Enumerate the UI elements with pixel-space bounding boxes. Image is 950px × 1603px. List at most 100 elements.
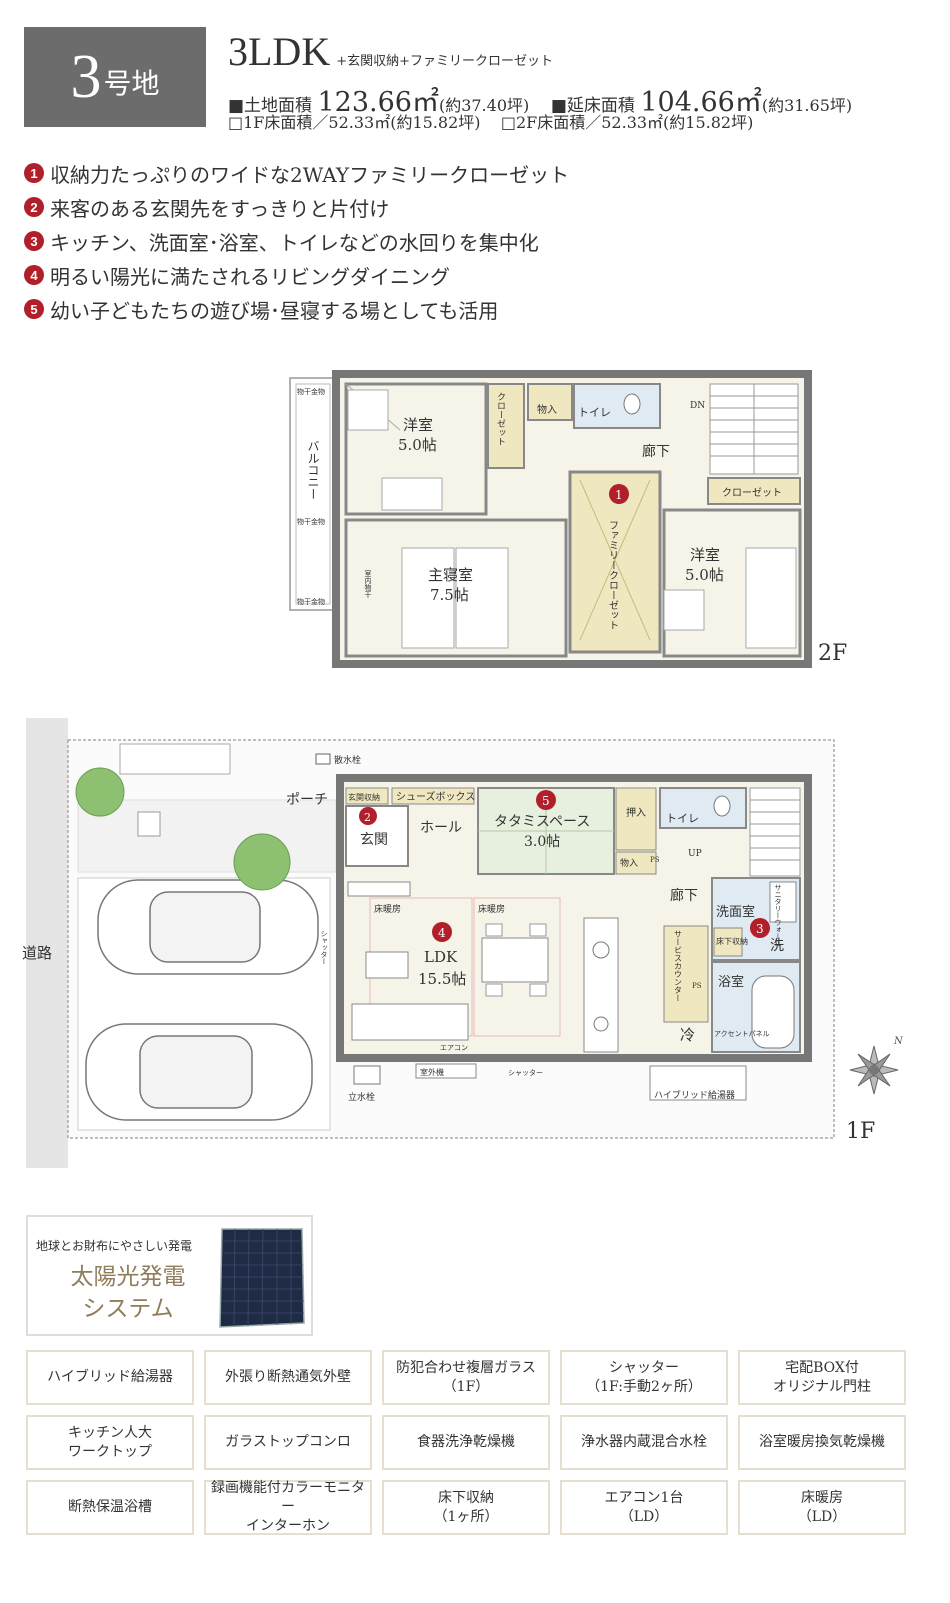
option-label: 床下収納 （1ヶ所） [433,1489,499,1525]
feature-item: 2 来客のある玄関先をすっきりと片付け [24,190,569,224]
standing-faucet-label: 立水栓 [348,1091,375,1103]
floor-label-2f: 2F [818,641,847,666]
ps1-label: PS [650,856,660,864]
feature-marker: 4 [24,265,44,285]
porch-label: ポーチ [286,792,328,808]
floor-plans: バルコニー 物干金物 物干金物 物干金物 洋室 5.0帖 クローゼット 物入 ト… [22,370,904,1168]
option-item: ガラストップコンロ [204,1415,372,1470]
option-item: ハイブリッド給湯器 [26,1350,194,1405]
option-item: 防犯合わせ複層ガラス （1F） [382,1350,550,1405]
car-icon [85,879,319,1121]
land-tsubo: (約37.40坪) [438,96,530,115]
sanitary-label: サニタリーウォール [774,884,782,947]
tatami-name: タタミスペース [494,814,590,830]
closet2-label: クローゼット [722,487,782,499]
marker-2-num: 2 [364,811,371,824]
up-label: UP [688,849,702,859]
hanger-label: 物干金物 [297,387,325,396]
feature-text: 来客のある玄関先をすっきりと片付け [50,196,390,221]
option-item: 床暖房 （LD） [738,1480,906,1535]
entrance-label: 玄関 [360,831,388,848]
bath-label: 浴室 [718,974,744,990]
area-summary: ■土地面積 123.66㎡(約37.40坪) ■延床面積 104.66㎡(約31… [228,80,852,119]
option-item: 宅配BOX付 オリジナル門柱 [738,1350,906,1405]
room2-size: 5.0帖 [685,566,724,584]
road-label: 道路 [22,944,52,962]
bathtub-icon [751,975,795,1049]
feature-marker: 5 [24,299,44,319]
option-label: キッチン人大 ワークトップ [68,1424,152,1460]
storage-label: 物入 [537,403,557,416]
solar-panel-icon [219,1228,305,1328]
fridge-label: 冷 [680,1026,695,1044]
storage-1f-label: 物入 [620,857,638,869]
feature-text: 収納力たっぷりのワイドな2WAYファミリークローゼット [50,162,570,187]
floor-label: ■延床面積 [550,96,635,116]
hall-1f-label: 廊下 [670,887,698,904]
shutter-h-label: シャッター [508,1068,543,1077]
feature-marker: 2 [24,197,44,217]
options-grid: ハイブリッド給湯器 外張り断熱通気外壁 防犯合わせ複層ガラス （1F） シャッタ… [26,1350,908,1535]
solar-name-line2: システム [82,1296,174,1322]
solar-name: 太陽光発電 システム [48,1261,208,1325]
room1-size: 5.0帖 [398,436,437,454]
family-closet-label: ファミリークローゼット [607,520,619,630]
hanger-label: 物干金物 [297,517,325,526]
stairs-1f [749,787,801,877]
tree-icon [75,767,125,817]
aircon-label: エアコン [440,1044,468,1052]
balcony-label: バルコニー [306,440,320,500]
marker-5-num: 5 [542,794,550,808]
stairs-2f [709,383,799,475]
option-label: 床暖房 （LD） [797,1489,847,1525]
feature-item: 4 明るい陽光に満たされるリビングダイニング [24,258,569,292]
marker-3 [750,918,770,938]
option-item: 断熱保温浴槽 [26,1480,194,1535]
plan-1f: 道路 散水栓 ポーチ 玄関収納 シューズボックス 2 玄関 ホール [22,718,904,1168]
shoe-box-label: シューズボックス [396,790,475,803]
outdoor-unit-label: 室外機 [420,1067,444,1077]
land-label: ■土地面積 [228,96,313,116]
solar-tag: 地球とお財布にやさしい発電 [36,1239,193,1253]
option-item: 浴室暖房換気乾燥機 [738,1415,906,1470]
option-label: 浄水器内蔵混合水栓 [581,1434,707,1450]
floor-heat-label: 床暖房 [478,903,505,915]
ps2-label: PS [692,982,702,990]
option-label: 断熱保温浴槽 [68,1499,152,1515]
option-label: 録画機能付カラーモニター インターホン [211,1480,365,1534]
master-name: 主寝室 [428,566,473,584]
marker-3-num: 3 [756,922,764,936]
hall-label: 廊下 [642,443,670,460]
accent-panel-label: アクセントパネル [714,1030,770,1038]
room1-name: 洋室 [403,416,433,434]
ldk-size: 15.5帖 [418,970,466,988]
solar-name-line1: 太陽光発電 [70,1264,186,1290]
ldk-name: LDK [424,948,458,966]
underfloor-label: 床下収納 [716,936,748,946]
feature-text: 明るい陽光に満たされるリビングダイニング [50,264,450,289]
toilet-label: トイレ [578,406,611,419]
floor-area: 104.66㎡ [640,87,762,118]
option-item: キッチン人大 ワークトップ [26,1415,194,1470]
washroom-label: 洗面室 [716,904,755,920]
service-counter-label: サービスカウンター [674,930,683,1002]
option-item: 外張り断熱通気外壁 [204,1350,372,1405]
dn-label: DN [690,401,705,411]
layout-extra: +玄関収納+ファミリークローゼット [336,54,554,69]
feature-text: 幼い子どもたちの遊び場･昼寝する場としても活用 [50,298,499,323]
hole-label: ホール [420,820,462,836]
option-label: 食器洗浄乾燥機 [417,1434,515,1450]
oshiire-label: 押入 [626,806,646,819]
north-label: N [893,1036,904,1047]
option-item: 浄水器内蔵混合水栓 [560,1415,728,1470]
layout-type: 3LDK [228,29,331,74]
option-item: シャッター （1F:手動2ヶ所） [560,1350,728,1405]
floor-label-1f: 1F [846,1119,875,1144]
solar-system-card: 地球とお財布にやさしい発電 太陽光発電 システム [26,1215,313,1336]
option-label: ガラストップコンロ [225,1434,351,1450]
hanger-label: 物干金物 [297,597,325,606]
road-strip [26,718,68,1168]
master-size: 7.5帖 [430,586,469,604]
